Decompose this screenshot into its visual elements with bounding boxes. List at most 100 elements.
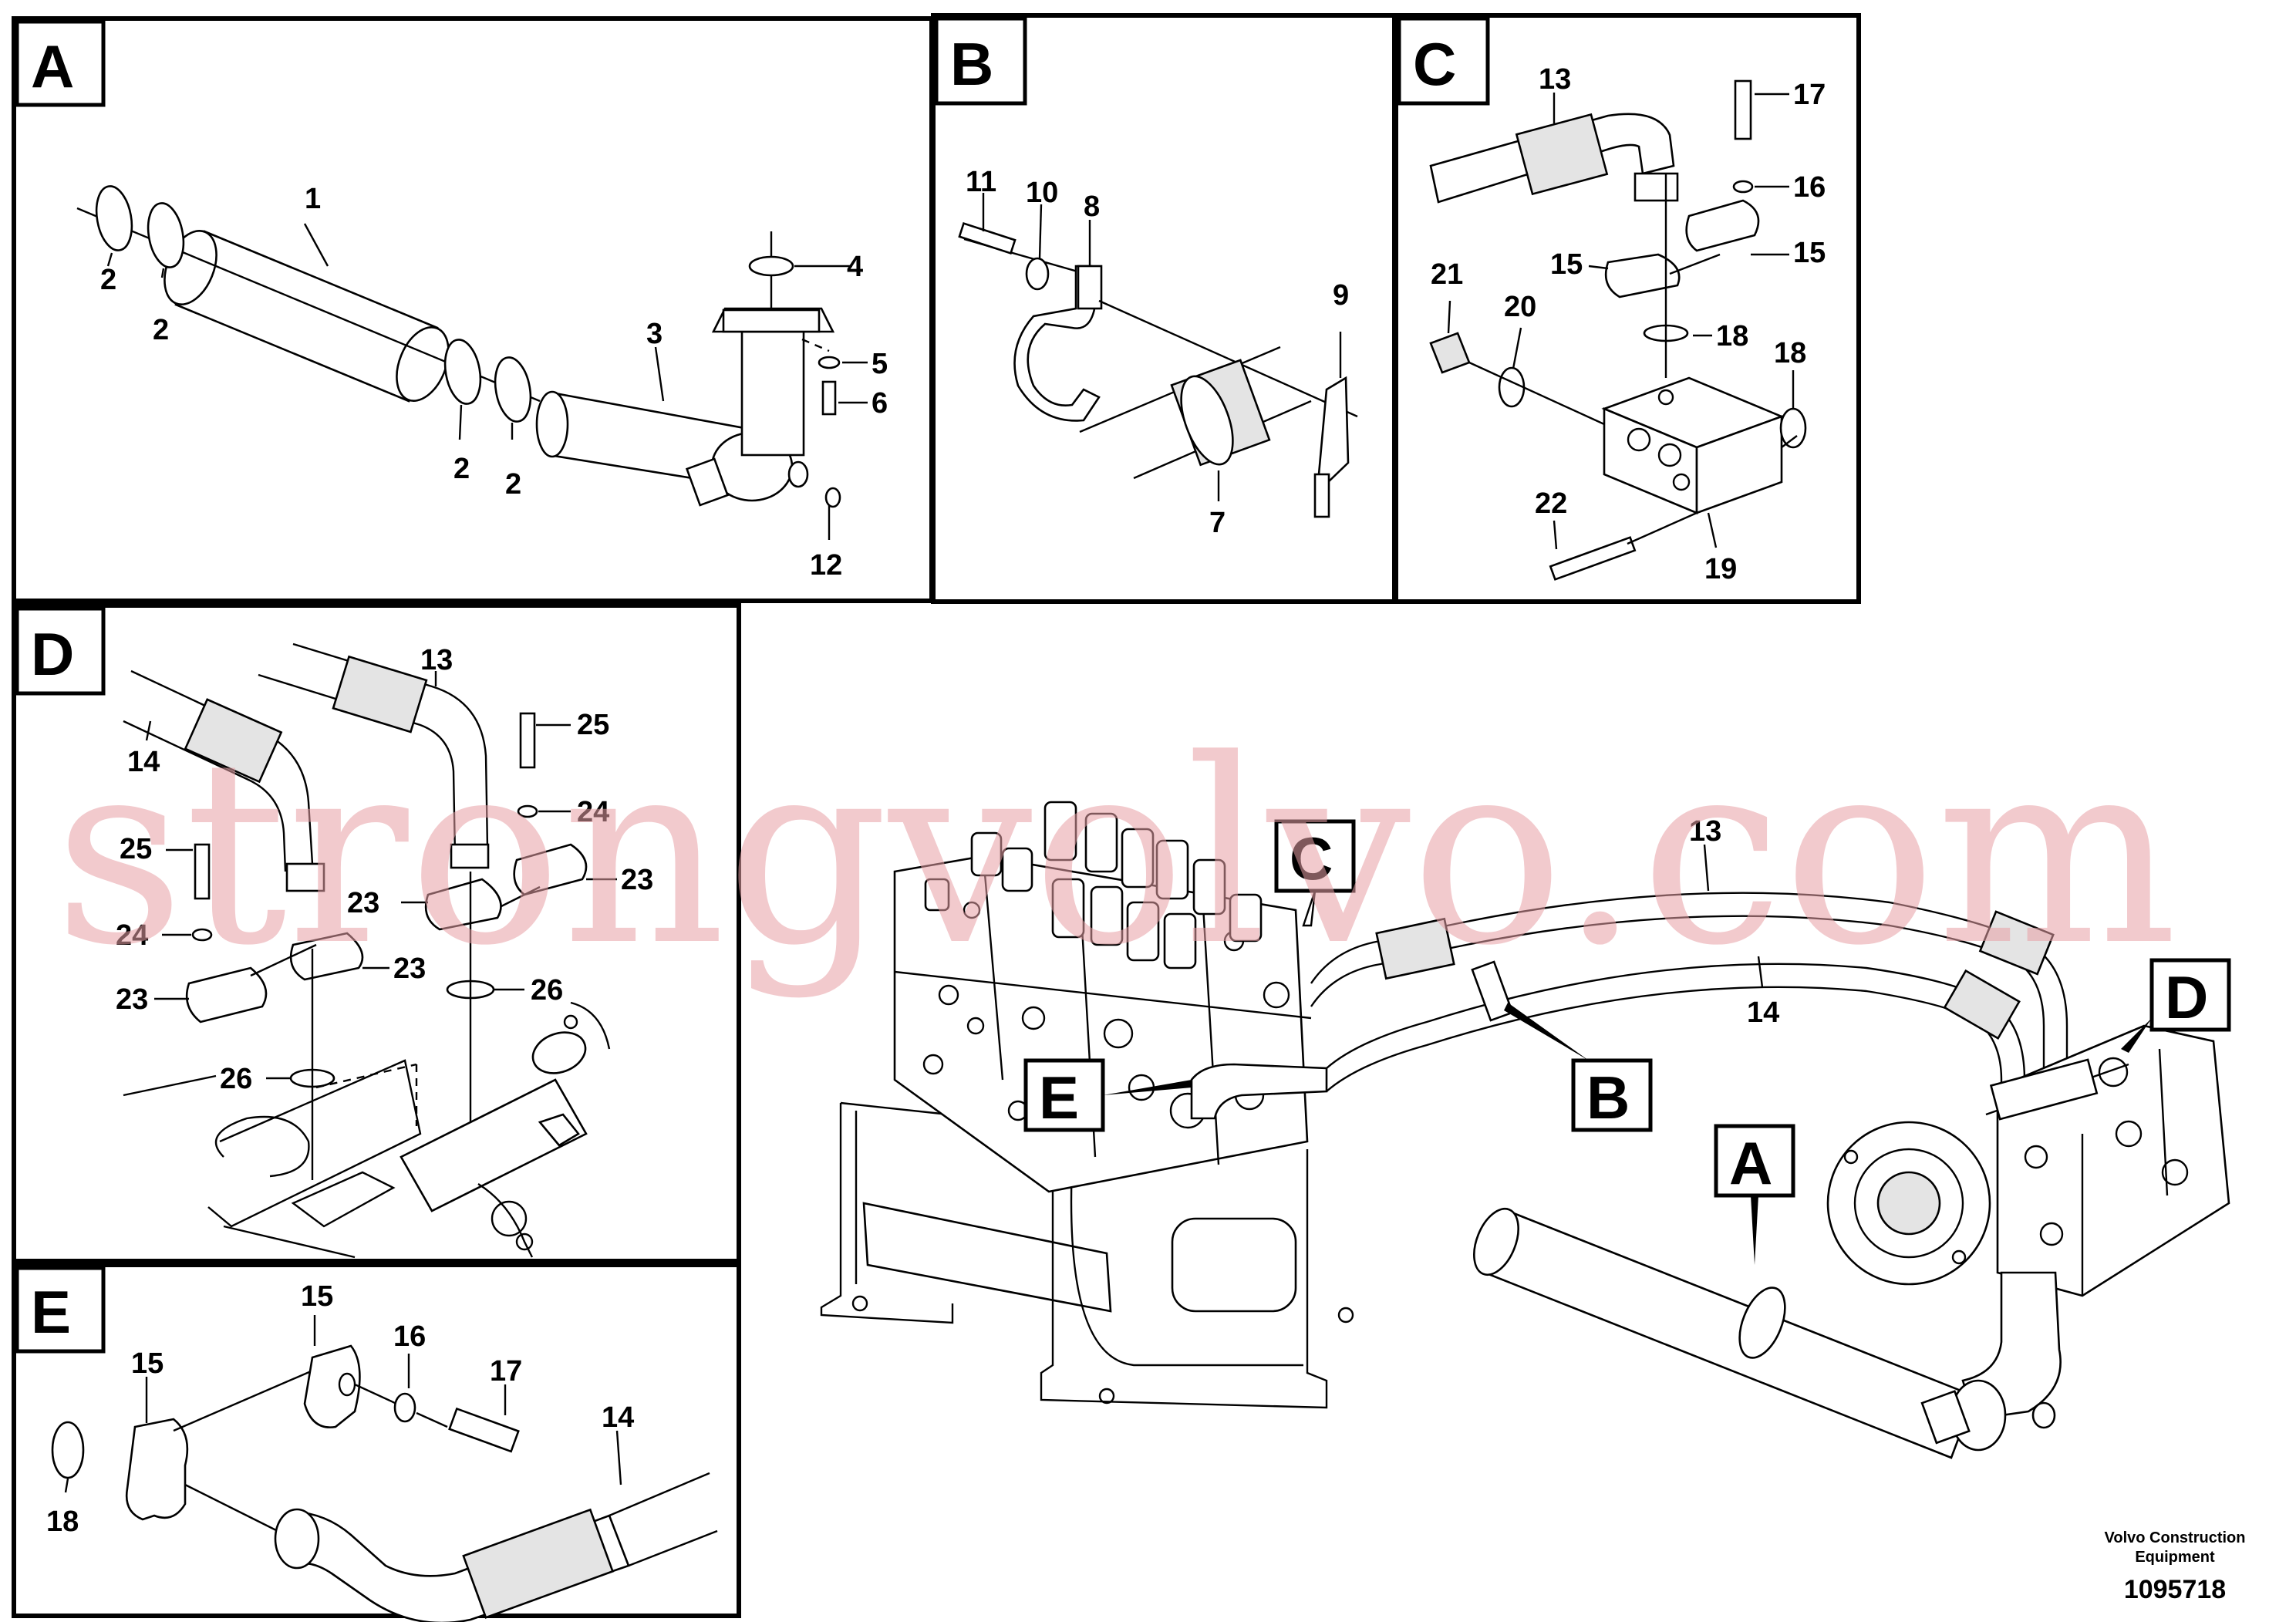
label-10: 10 — [1026, 177, 1058, 209]
panel-d: D — [12, 603, 741, 1263]
clamp-icon — [494, 356, 532, 423]
screw-25 — [519, 712, 536, 769]
label-9: 9 — [1333, 279, 1349, 312]
callout-e: E — [1039, 1064, 1079, 1131]
washer-5 — [818, 356, 841, 369]
half-flange-23 — [513, 843, 588, 896]
pump-housing — [123, 1001, 611, 1259]
washer-16 — [393, 1392, 416, 1423]
half-flange-15 — [125, 1418, 189, 1521]
half-flange-23 — [424, 878, 502, 931]
label-2: 2 — [453, 453, 470, 485]
label-15: 15 — [301, 1280, 333, 1313]
bolt-11 — [958, 221, 1017, 255]
o-ring-18b — [1779, 407, 1807, 449]
label-8: 8 — [1084, 191, 1100, 223]
washer-10 — [1025, 257, 1050, 291]
screw-6 — [821, 380, 837, 416]
panel-b: B 11 10 8 9 7 — [931, 13, 1397, 604]
pipe-14 — [274, 1472, 718, 1622]
label-16: 16 — [1793, 171, 1826, 204]
panel-d-tag: D — [31, 620, 74, 688]
label-26: 26 — [220, 1063, 252, 1095]
label-24: 24 — [577, 796, 609, 828]
o-ring-20 — [1498, 366, 1526, 408]
label-2: 2 — [505, 468, 521, 501]
label-11: 11 — [966, 166, 996, 198]
label-1: 1 — [305, 183, 321, 215]
half-flange-15 — [1604, 253, 1681, 298]
panel-b-tag: B — [950, 30, 993, 98]
label-6: 6 — [872, 387, 888, 420]
footer: Volvo Construction Equipment 1095718 — [2105, 1529, 2246, 1604]
label-14: 14 — [127, 746, 160, 778]
label-14: 14 — [1747, 996, 1779, 1029]
block-19 — [1601, 376, 1785, 514]
label-14: 14 — [602, 1401, 634, 1434]
washer-24 — [517, 804, 538, 818]
label-23: 23 — [393, 953, 426, 985]
screw-17 — [448, 1407, 520, 1453]
bolt-22 — [1549, 536, 1637, 581]
label-16: 16 — [393, 1320, 426, 1353]
label-2: 2 — [153, 314, 169, 346]
overview-assembly: C D E B A 13 14 — [820, 801, 2231, 1459]
label-18: 18 — [1774, 337, 1806, 369]
elbow-pipe-3 — [535, 307, 835, 507]
panel-a-tag: A — [31, 32, 74, 100]
strap-9 — [1317, 376, 1350, 484]
label-7: 7 — [1209, 507, 1226, 539]
brand-line-1: Volvo Construction — [2105, 1529, 2246, 1546]
fitting-12 — [824, 487, 841, 508]
suction-pipe — [1473, 1207, 2062, 1459]
clamp-icon — [1471, 960, 1514, 1022]
label-18: 18 — [1716, 320, 1748, 352]
o-ring-4 — [748, 255, 794, 277]
hose-14-overview — [1190, 963, 2026, 1120]
label-18: 18 — [46, 1506, 79, 1538]
label-3: 3 — [646, 318, 663, 350]
panel-e-tag: E — [31, 1278, 71, 1346]
clamp-icon — [95, 185, 133, 251]
label-4: 4 — [847, 251, 863, 283]
panel-a: A — [12, 16, 934, 603]
half-flange-23 — [289, 932, 364, 981]
screw-17 — [1734, 79, 1752, 140]
label-25: 25 — [577, 709, 609, 741]
washer-24 — [191, 928, 213, 942]
washer-16 — [1732, 180, 1754, 194]
hose-14 — [123, 669, 325, 892]
label-26: 26 — [531, 974, 563, 1007]
valve-stand — [820, 1101, 1354, 1409]
half-flange-15 — [1685, 199, 1760, 252]
label-5: 5 — [872, 348, 888, 380]
callout-a: A — [1729, 1129, 1772, 1197]
label-2: 2 — [100, 264, 116, 296]
screw-25 — [194, 843, 211, 900]
plug-21 — [1429, 332, 1471, 374]
label-17: 17 — [1793, 79, 1826, 111]
label-24: 24 — [116, 919, 148, 952]
label-23: 23 — [621, 864, 653, 896]
tube-7 — [1079, 346, 1312, 480]
label-15: 15 — [1793, 237, 1826, 269]
brand-line-2: Equipment — [2135, 1549, 2215, 1566]
callout-b: B — [1586, 1064, 1630, 1131]
label-15: 15 — [1550, 248, 1583, 281]
pipe-1 — [164, 229, 450, 403]
label-22: 22 — [1535, 487, 1567, 520]
label-23: 23 — [347, 887, 379, 919]
label-20: 20 — [1504, 291, 1536, 323]
o-ring-18 — [51, 1421, 85, 1479]
panel-e: E 15 15 16 17 14 18 — [12, 1263, 741, 1622]
panel-c: C — [1394, 13, 1861, 604]
label-13: 13 — [1539, 63, 1571, 96]
hose-13-detail — [258, 642, 490, 869]
panel-c-tag: C — [1413, 30, 1456, 98]
label-13: 13 — [1689, 815, 1721, 848]
document-number: 1095718 — [2124, 1575, 2226, 1604]
label-21: 21 — [1431, 258, 1463, 291]
hydraulic-pump — [1826, 1024, 2230, 1297]
watermark: strongvolvo.com — [54, 705, 2177, 1001]
